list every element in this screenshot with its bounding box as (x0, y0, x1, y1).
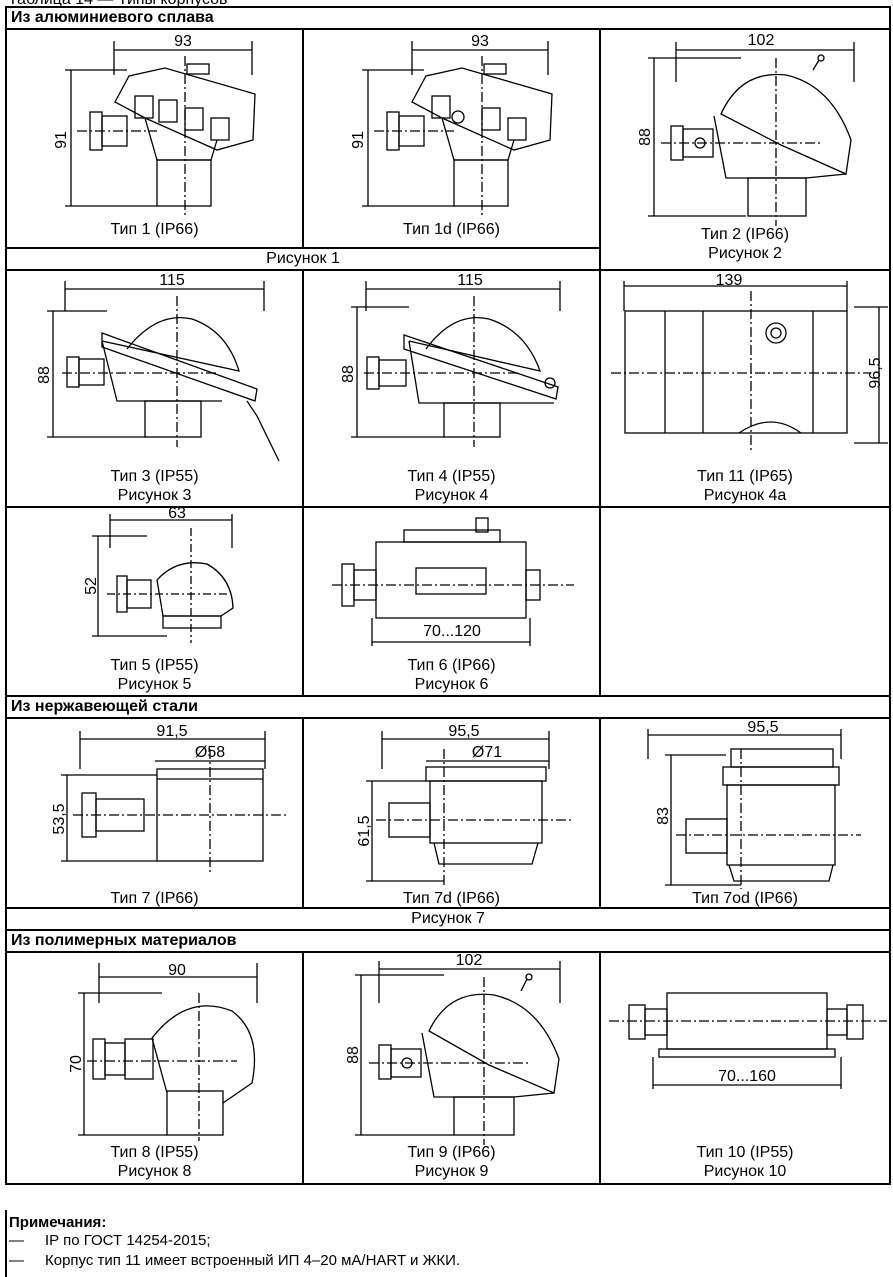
label-figure5: Рисунок 5 (117, 676, 192, 693)
cell-type7od: 95,5 83 Тип 7od (IP66) (598, 717, 892, 909)
note-dash: — (9, 1252, 24, 1269)
label-type7: Тип 7 (IP66) (110, 890, 199, 907)
cell-empty (598, 506, 892, 697)
cell-type8: 90 70 Тип 8 (IP55) Рисунок 8 (5, 951, 304, 1185)
drawing-type2: 102 88 (637, 32, 855, 226)
dim-t8-height: 70 (68, 1055, 85, 1073)
dim-t2-height: 88 (637, 128, 654, 146)
housing-types-table: Из алюминиевого сплава 93 (4, 6, 892, 1185)
label-type8: Тип 8 (IP55) (110, 1144, 199, 1161)
dim-t1-width: 93 (174, 33, 192, 50)
drawing-type6: 70...120 (332, 517, 574, 646)
dim-t9-width: 102 (456, 953, 483, 969)
label-type7d: Тип 7d (IP66) (403, 890, 500, 907)
label-figure9: Рисунок 9 (414, 1163, 489, 1180)
dim-t11-width: 139 (716, 272, 743, 289)
dim-t6-width: 70...120 (423, 623, 481, 640)
note-item: — Корпус тип 11 имеет встроенный ИП 4–20 … (9, 1251, 460, 1271)
drawing-type5: 63 52 (83, 505, 234, 643)
dim-t1d-height: 91 (350, 131, 367, 149)
label-type3: Тип 3 (IP55) (110, 468, 199, 485)
drawing-type1d: 93 91 (350, 33, 553, 216)
drawing-type7d: 95,5 Ø71 61,5 (356, 723, 574, 887)
drawing-type8: 90 70 (68, 962, 258, 1141)
cell-type1: 93 91 Тип 1 (IP66) (5, 28, 304, 249)
note-item: — IP по ГОСТ 14254-2015; (9, 1231, 460, 1251)
dim-t5-height: 52 (83, 577, 100, 595)
dim-t1-height: 91 (53, 131, 70, 149)
label-type2: Тип 2 (IP66) (700, 226, 790, 243)
note-text: Корпус тип 11 имеет встроенный ИП 4–20 м… (45, 1252, 461, 1269)
dim-t7d-width: 95,5 (448, 723, 479, 740)
label-type11: Тип 11 (IP65) (697, 468, 793, 485)
drawing-type4: 115 88 (340, 272, 561, 447)
dim-t7d-height: 61,5 (356, 815, 373, 846)
cell-type1d: 93 91 Тип 1d (IP66) (302, 28, 601, 249)
dim-t7od-width: 95,5 (747, 719, 778, 736)
dim-t3-height: 88 (36, 366, 53, 384)
notes-left-border (5, 1210, 7, 1277)
label-type1d: Тип 1d (IP66) (403, 221, 500, 238)
drawing-type9: 102 88 (345, 952, 561, 1145)
cell-type5: 63 52 Тип 5 (IP55) Рисунок 5 (5, 505, 304, 697)
cell-type3: 115 88 Тип 3 (IP55) Рисунок 3 (5, 269, 304, 508)
dim-t2-width: 102 (748, 32, 775, 49)
dim-t10-width: 70...160 (718, 1068, 776, 1085)
label-figure4: Рисунок 4 (414, 487, 489, 504)
dim-t7-diameter: Ø58 (195, 744, 225, 761)
cell-type7: 91,5 Ø58 53,5 Тип 7 (IP66) (5, 717, 304, 909)
dim-t11-height: 96,5 (867, 357, 884, 388)
drawing-type11: 139 96,5 (611, 272, 888, 453)
cell-type7d: 95,5 Ø71 61,5 Тип 7d (IP66) (302, 717, 601, 909)
notes: Примечания: — IP по ГОСТ 14254-2015; — Кор… (9, 1214, 460, 1271)
cell-type11: 139 96,5 Тип 11 (IP65) Рисунок 4а (598, 269, 892, 508)
note-dash: — (9, 1232, 24, 1249)
dim-t7-width: 91,5 (156, 723, 187, 740)
label-figure8: Рисунок 8 (117, 1163, 192, 1180)
section-aluminium: Из алюминиевого сплава (4, 6, 892, 30)
dim-t8-width: 90 (168, 962, 186, 979)
dim-t7d-diameter: Ø71 (472, 744, 502, 761)
section-steel: Из нержавеющей стали (4, 695, 892, 719)
label-type6: Тип 6 (IP66) (407, 657, 496, 674)
section-polymer: Из полимерных материалов (4, 929, 892, 953)
drawing-type3: 115 88 (36, 272, 280, 462)
table-caption: Таблица 14 — Типы корпусов (8, 0, 228, 9)
dim-t4-width: 115 (457, 272, 483, 289)
label-type7od: Тип 7od (IP66) (692, 890, 798, 907)
drawing-type7: 91,5 Ø58 53,5 (51, 723, 287, 873)
dim-t4-height: 88 (340, 365, 357, 383)
notes-title: Примечания: (9, 1214, 107, 1231)
label-figure2: Рисунок 2 (708, 245, 782, 262)
note-text: IP по ГОСТ 14254-2015; (45, 1232, 211, 1249)
label-figure1: Рисунок 1 (5, 247, 601, 271)
label-figure4a: Рисунок 4а (703, 487, 787, 504)
label-type4: Тип 4 (IP55) (407, 468, 496, 485)
label-figure10: Рисунок 10 (703, 1163, 787, 1180)
dim-t1d-width: 93 (471, 33, 489, 50)
dim-t3-width: 115 (159, 272, 185, 289)
label-type5: Тип 5 (IP55) (110, 657, 199, 674)
label-figure3: Рисунок 3 (117, 487, 192, 504)
dim-t7od-height: 83 (655, 807, 672, 825)
cell-type4: 115 88 Тип 4 (IP55) Рисунок 4 (302, 269, 601, 508)
label-type9: Тип 9 (IP66) (407, 1144, 496, 1161)
label-type10: Тип 10 (IP55) (696, 1144, 794, 1161)
dim-t5-width: 63 (168, 508, 186, 522)
label-figure6: Рисунок 6 (414, 676, 489, 693)
cell-type2: 102 88 Тип 2 (IP66) Рисунок 2 (598, 28, 892, 271)
cell-type6: 70...120 Тип 6 (IP66) Рисунок 6 (302, 506, 601, 697)
dim-t9-height: 88 (345, 1046, 362, 1064)
cell-type9: 102 88 Тип 9 (IP66) Рисунок 9 (302, 951, 601, 1185)
drawing-type10: 70...160 (609, 992, 887, 1089)
label-type1: Тип 1 (IP66) (110, 221, 199, 238)
drawing-type7od: 95,5 83 (647, 719, 861, 891)
drawing-type1: 93 91 (53, 33, 256, 216)
dim-t7-height: 53,5 (51, 803, 68, 834)
cell-type10: 70...160 Тип 10 (IP55) Рисунок 10 (598, 951, 892, 1185)
label-figure7: Рисунок 7 (4, 907, 892, 931)
